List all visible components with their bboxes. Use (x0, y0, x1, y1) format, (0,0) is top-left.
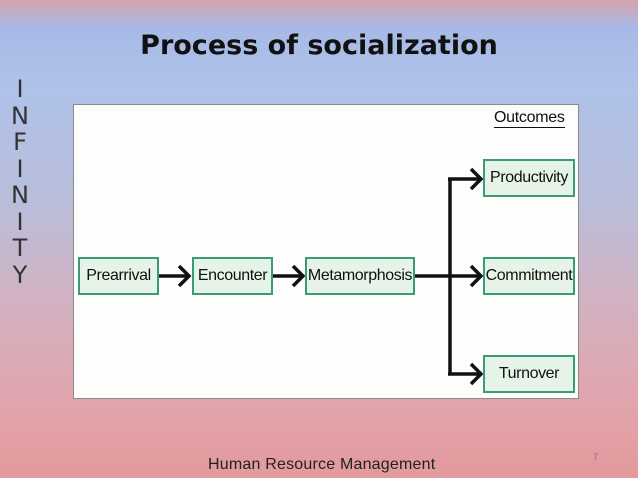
stage-box-encounter: Encounter (192, 257, 273, 295)
diagram-panel (73, 104, 579, 399)
outcome-box-productivity: Productivity (483, 159, 575, 197)
vertical-letter: F (13, 128, 27, 156)
vertical-letter: I (16, 207, 24, 236)
vertical-letters: I N F I N I T Y (6, 76, 34, 288)
vertical-letter: T (12, 234, 28, 262)
arrowhead (469, 264, 484, 288)
vertical-letter: N (11, 181, 29, 209)
stage-box-metamorphosis: Metamorphosis (305, 257, 415, 295)
footer-text: Human Resource Management (208, 456, 436, 473)
outcome-box-turnover: Turnover (483, 355, 575, 393)
vertical-letter: N (11, 101, 29, 130)
page-number: 7 (593, 452, 599, 462)
vertical-letter: I (16, 75, 24, 103)
stage-box-prearrival: Prearrival (78, 257, 159, 295)
vertical-letter: I (16, 154, 24, 183)
arrowhead (177, 264, 192, 288)
arrowhead (469, 362, 484, 386)
vertical-letter: Y (12, 260, 28, 289)
arrowhead (291, 264, 306, 288)
arrowhead (469, 167, 484, 191)
outcomes-label: Outcomes (494, 109, 565, 128)
slide-title: Process of socialization (140, 30, 498, 61)
outcome-box-commitment: Commitment (483, 257, 575, 295)
